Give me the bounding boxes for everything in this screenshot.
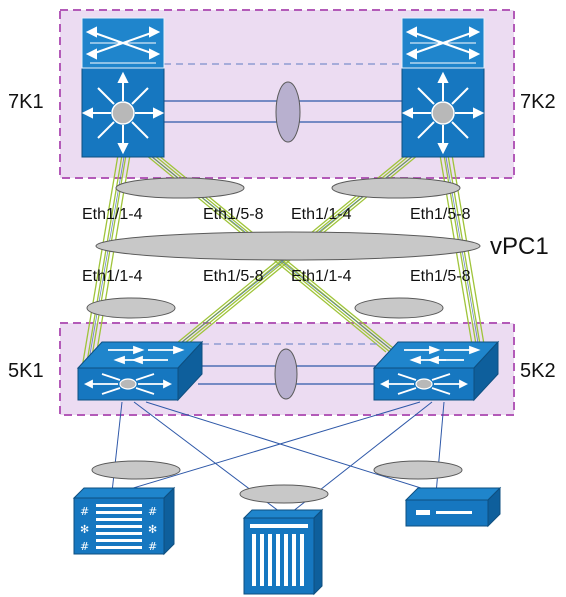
peer-link-7k-ellipse — [275, 81, 301, 143]
server-port-channels — [91, 460, 463, 504]
server-rack[interactable] — [242, 508, 324, 596]
peer-link-7k — [164, 63, 402, 143]
svg-text:#: # — [80, 505, 89, 518]
nexus-7000-switch-icon — [405, 26, 481, 64]
vpc-label: vPC1 — [490, 233, 549, 260]
port-label-top-right-1: Eth1/1-4 — [291, 206, 352, 223]
port-label-bottom-left-1: Eth1/1-4 — [82, 268, 143, 285]
server-appliance[interactable] — [404, 486, 502, 528]
label-5k1: 5K1 — [8, 360, 44, 382]
switch-7k2[interactable] — [401, 17, 485, 158]
label-7k1: 7K1 — [8, 91, 44, 113]
vpc-ellipse — [95, 231, 481, 261]
port-channel-7k1-up — [115, 177, 245, 199]
appliance-server-icon — [416, 510, 472, 515]
port-label-top-left-2: Eth1/5-8 — [203, 206, 264, 223]
port-channel-5k2-down — [354, 297, 444, 319]
port-label-bottom-right-1: Eth1/1-4 — [291, 268, 352, 285]
port-label-bottom-left-2: Eth1/5-8 — [203, 268, 264, 285]
port-channel-7k2-up — [331, 177, 461, 199]
port-label-top-left-1: Eth1/1-4 — [82, 206, 143, 223]
port-label-bottom-right-2: Eth1/5-8 — [410, 268, 471, 285]
nexus-5000-switch-icon — [379, 345, 481, 395]
peer-link-5k-ellipse — [274, 348, 298, 400]
svg-text:#: # — [80, 540, 89, 553]
label-5k2: 5K2 — [520, 360, 556, 382]
svg-text:#: # — [148, 505, 157, 518]
label-7k2: 7K2 — [520, 91, 556, 113]
svg-text:#: # — [148, 540, 157, 553]
nexus-7000-switch-icon — [85, 26, 161, 64]
port-channel-ellipses — [86, 177, 481, 319]
server-blade[interactable]: # ✻ # # ✻ # — [72, 486, 176, 556]
switch-5k2[interactable] — [372, 340, 500, 402]
switch-7k1[interactable] — [81, 17, 165, 158]
switch-5k1[interactable] — [76, 340, 204, 402]
svg-text:✻: ✻ — [80, 523, 89, 536]
nexus-5000-switch-icon — [83, 345, 185, 395]
rack-server-icon — [250, 524, 308, 586]
port-label-top-right-2: Eth1/5-8 — [410, 206, 471, 223]
svg-text:✻: ✻ — [148, 523, 157, 536]
peer-link-5k — [190, 343, 380, 400]
port-channel-5k1-down — [86, 297, 176, 319]
blade-server-icon: # ✻ # # ✻ # — [80, 504, 157, 553]
